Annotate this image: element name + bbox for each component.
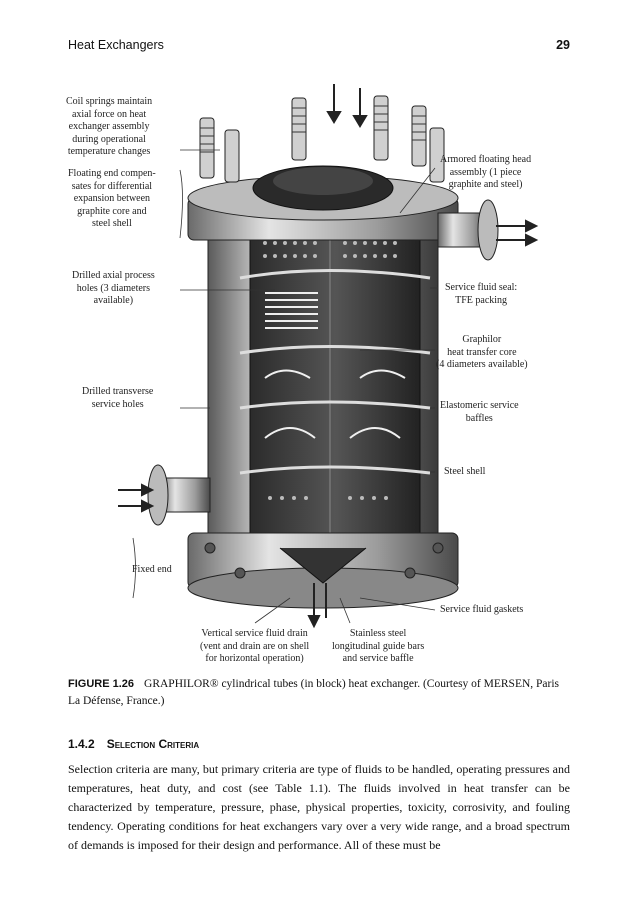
section-heading: 1.4.2 Selection Criteria: [68, 737, 199, 751]
figure-caption-text: GRAPHILOR® cylindrical tubes (in block) …: [68, 678, 560, 707]
label-fixed-end: Fixed end: [132, 564, 172, 575]
label-drain: Vertical service fluid drain(vent and dr…: [200, 628, 310, 664]
running-head-title: Heat Exchangers: [68, 38, 164, 52]
body-paragraph: Selection criteria are many, but primary…: [68, 762, 570, 852]
heat-exchanger-illustration: [118, 84, 539, 629]
label-steel-shell: Steel shell: [444, 466, 486, 477]
label-gaskets: Service fluid gaskets: [440, 604, 524, 615]
section-title: Selection Criteria: [106, 737, 200, 751]
page-number: 29: [556, 38, 570, 52]
running-head: Heat Exchangers 29: [68, 38, 570, 56]
label-floating-end: Floating end compen-sates for differenti…: [68, 168, 156, 229]
figure-caption-label: FIGURE 1.26: [68, 678, 135, 690]
label-service-seal: Service fluid seal:TFE packing: [445, 282, 518, 306]
section-number: 1.4.2: [68, 737, 95, 751]
